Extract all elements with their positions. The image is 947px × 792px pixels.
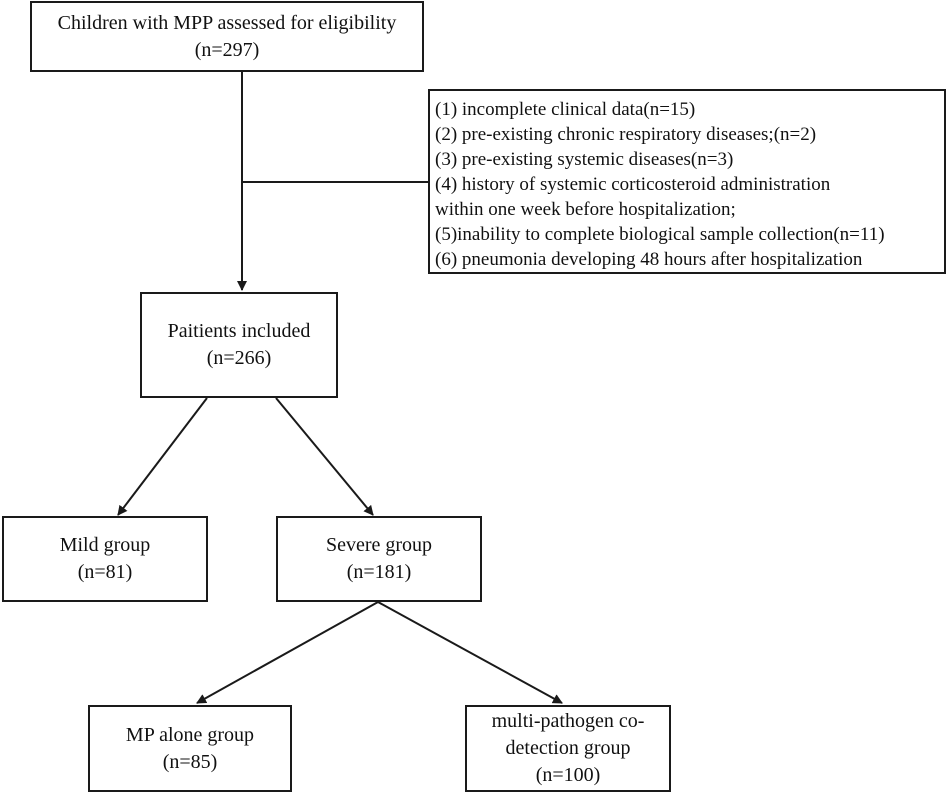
- multi-pathogen-group-count: (n=100): [535, 764, 601, 786]
- arrow-severe-to-mp-alone: [196, 601, 379, 704]
- exclusion-item-4: (4) history of systemic corticosteroid a…: [435, 174, 831, 195]
- included-title: Paitients included: [167, 320, 311, 342]
- mild-group-title: Mild group: [59, 534, 151, 556]
- exclusion-item-1: (1) incomplete clinical data(n=15): [435, 99, 696, 120]
- exclusion-item-4-continued: within one week before hospitalization;: [435, 199, 736, 220]
- multi-pathogen-group-box: multi-pathogen co- detection group (n=10…: [465, 705, 671, 792]
- severe-group-count: (n=181): [346, 561, 412, 583]
- included-box: Paitients included (n=266): [140, 292, 338, 398]
- arrow-severe-to-multi: [377, 601, 563, 704]
- exclusion-criteria-box: (1) incomplete clinical data(n=15) (2) p…: [428, 89, 946, 274]
- exclusion-item-3: (3) pre-existing systemic diseases(n=3): [435, 149, 734, 170]
- arrow-included-to-severe: [275, 397, 374, 516]
- assessed-title: Children with MPP assessed for eligibili…: [57, 11, 397, 34]
- mp-alone-group-box: MP alone group (n=85): [88, 705, 292, 792]
- exclusion-item-6: (6) pneumonia developing 48 hours after …: [435, 249, 863, 270]
- multi-pathogen-group-title-1: multi-pathogen co-: [491, 710, 645, 732]
- assessed-box: Children with MPP assessed for eligibili…: [30, 1, 424, 72]
- multi-pathogen-group-title-2: detection group: [505, 737, 631, 759]
- exclusion-item-2: (2) pre-existing chronic respiratory dis…: [435, 124, 817, 145]
- mp-alone-group-count: (n=85): [162, 750, 218, 773]
- mild-group-count: (n=81): [77, 561, 133, 583]
- severe-group-title: Severe group: [325, 534, 433, 556]
- severe-group-box: Severe group (n=181): [276, 516, 482, 602]
- included-count: (n=266): [206, 347, 272, 369]
- arrow-included-to-mild: [117, 397, 208, 516]
- exclusion-item-5: (5)inability to complete biological samp…: [435, 224, 885, 245]
- assessed-count: (n=297): [194, 38, 260, 61]
- mp-alone-group-title: MP alone group: [125, 723, 255, 746]
- mild-group-box: Mild group (n=81): [2, 516, 208, 602]
